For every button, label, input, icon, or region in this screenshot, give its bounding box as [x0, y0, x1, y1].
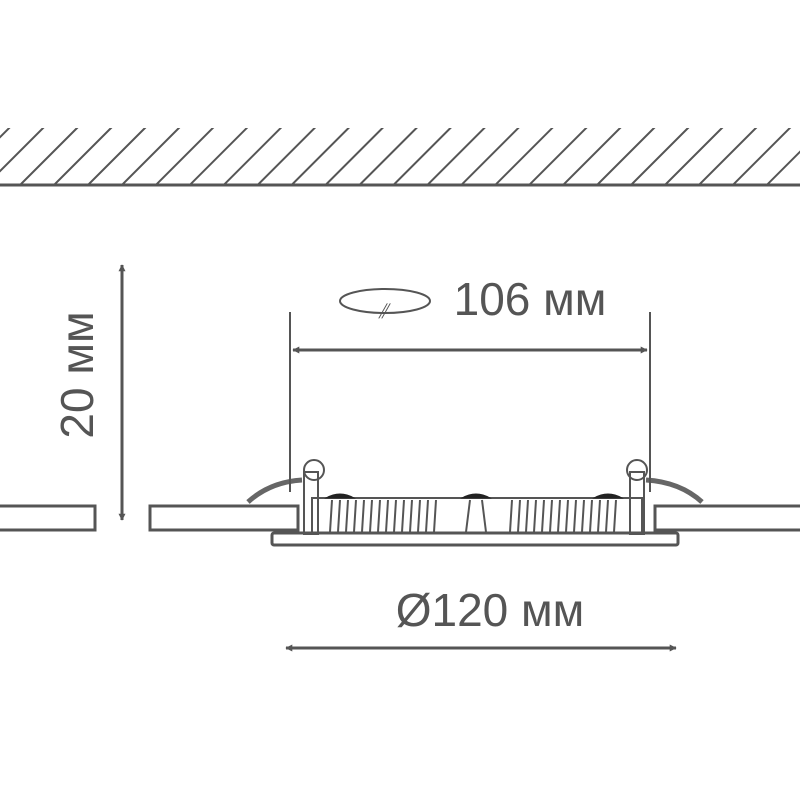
heatsink-fin [393, 499, 397, 533]
heatsink-fin [557, 499, 561, 533]
dimension-diameter: Ø120 мм [285, 584, 677, 652]
heatsink-fin [525, 499, 529, 533]
ceiling-panel-right [653, 504, 800, 532]
dimension-cutout: ⫽ 106 мм [289, 273, 651, 492]
heatsink-fin [613, 499, 617, 533]
heatsink-fin [337, 499, 341, 533]
heatsink-fin [385, 499, 389, 533]
heatsink-fin [353, 499, 357, 533]
heatsink-fin [589, 499, 593, 533]
heatsink-fin [433, 499, 437, 533]
dimension-height: 20 мм [51, 264, 126, 521]
heatsink-fin [597, 499, 601, 533]
heatsink-fin [401, 499, 405, 533]
ceiling-panel-left [0, 504, 300, 532]
heatsink-fin [565, 499, 569, 533]
heatsink-fin [533, 499, 537, 533]
heatsink-fin [605, 499, 609, 533]
heatsink-fin [409, 499, 413, 533]
ceiling-slab [0, 128, 800, 187]
heatsink-fin [573, 499, 577, 533]
heatsink-fin [377, 499, 381, 533]
heatsink-fin [361, 499, 365, 533]
cutout-label: 106 мм [454, 273, 607, 325]
heatsink-fin [581, 499, 585, 533]
heatsink-fin [549, 499, 553, 533]
cut-hole-icon: ⫽ [339, 288, 431, 323]
heatsink-fin [417, 499, 421, 533]
heatsink-fin [541, 499, 545, 533]
height-label: 20 мм [51, 311, 103, 438]
heatsink-fin [369, 499, 373, 533]
diameter-label: Ø120 мм [396, 584, 585, 636]
center-post [481, 499, 487, 533]
heatsink-fin [517, 499, 521, 533]
heatsink-fin [425, 499, 429, 533]
heatsink-fin [329, 499, 333, 533]
center-post [465, 499, 471, 533]
heatsink-fin [345, 499, 349, 533]
luminaire [246, 459, 704, 547]
heatsink-fin [509, 499, 513, 533]
